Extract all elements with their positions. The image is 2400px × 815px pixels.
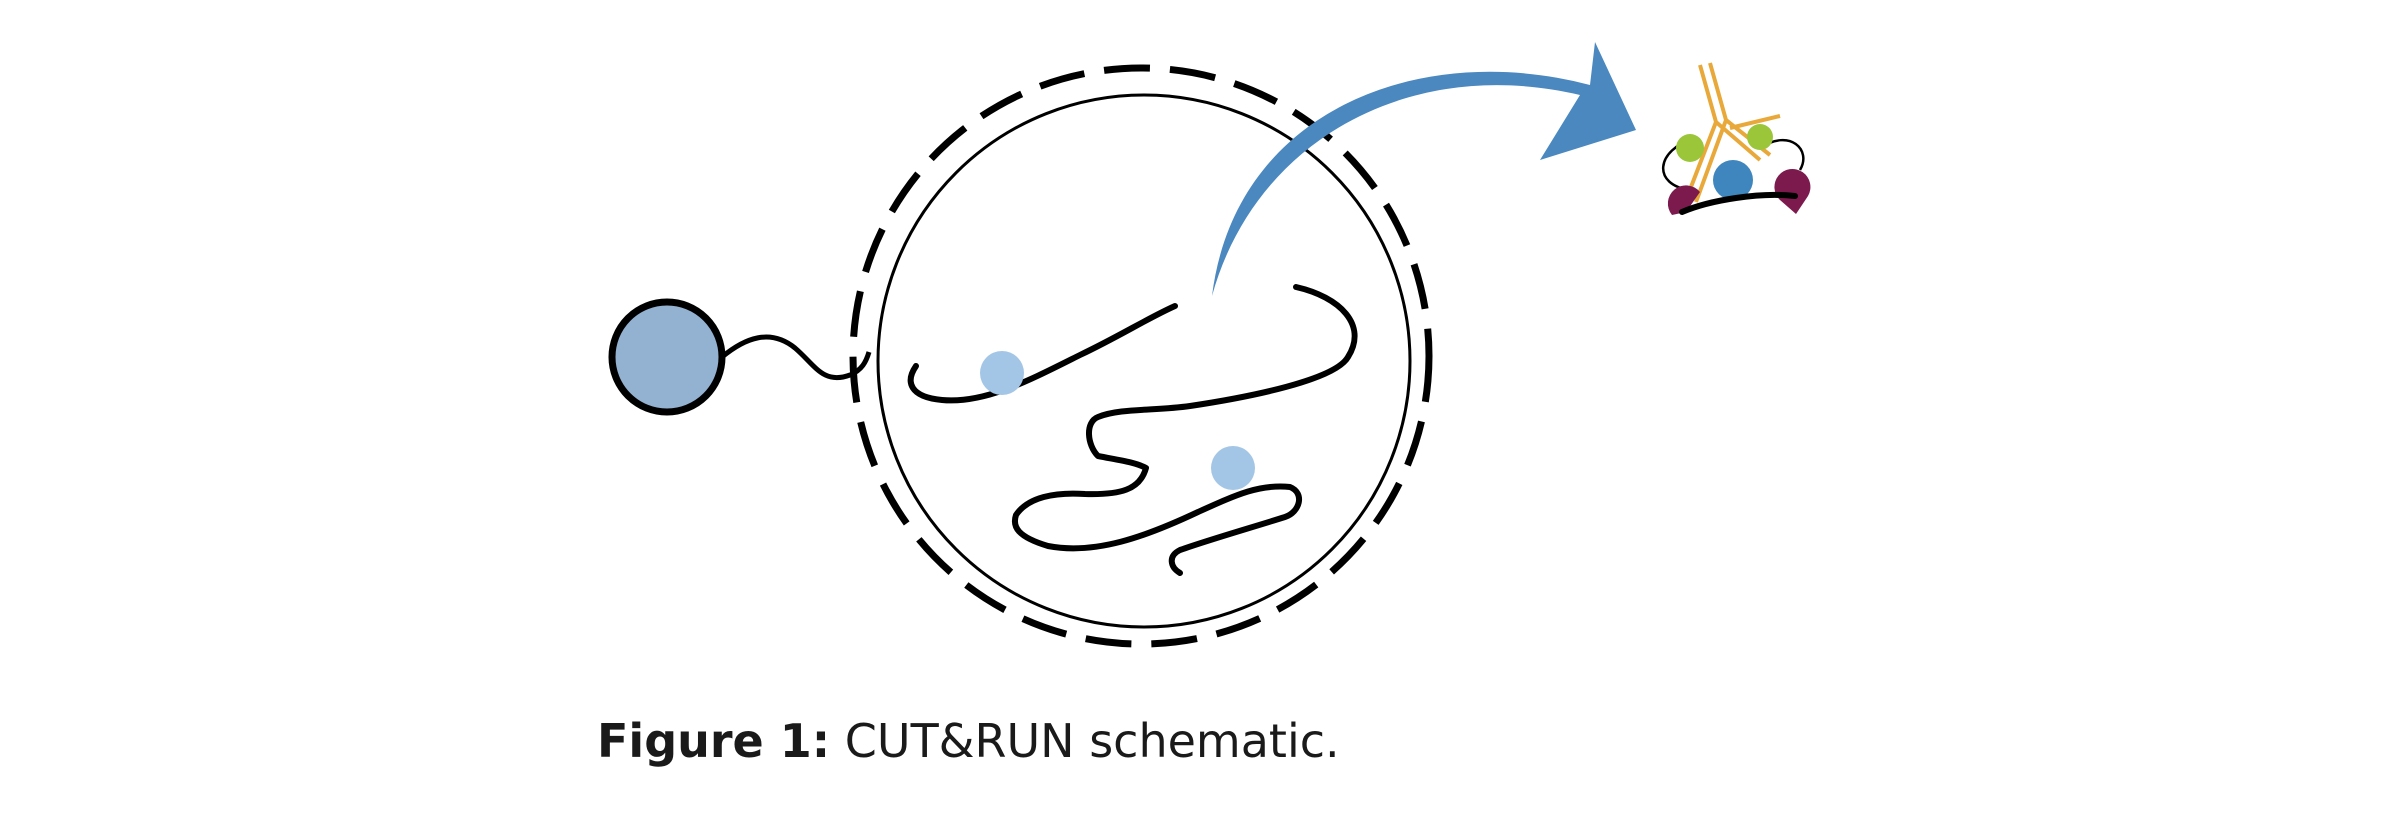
mnase-right [1774,168,1811,214]
mnase-left [1667,185,1700,215]
dna-strand [1679,191,1798,215]
zoom-arrow [1212,42,1636,296]
protein-ag-right [1747,124,1773,150]
chromatin-strand-upper [907,303,1178,404]
caption-label: Figure 1: [597,714,831,768]
cell-membrane-dashed [849,64,1433,648]
magnetic-bead [608,298,726,416]
nucleosome-lower [1211,446,1255,490]
antibody [1684,62,1781,203]
antibody-complex-detail [1661,62,1811,215]
protein-ag-left [1676,134,1704,162]
figure-caption: Figure 1: CUT&RUN schematic. [597,718,1340,764]
bead-tether [720,334,872,381]
chromatin-strand-winding [1011,284,1358,576]
caption-text: CUT&RUN schematic. [830,714,1340,768]
target-protein [1713,160,1753,200]
nuclear-membrane [876,93,1412,629]
nucleosome-upper [980,351,1024,395]
